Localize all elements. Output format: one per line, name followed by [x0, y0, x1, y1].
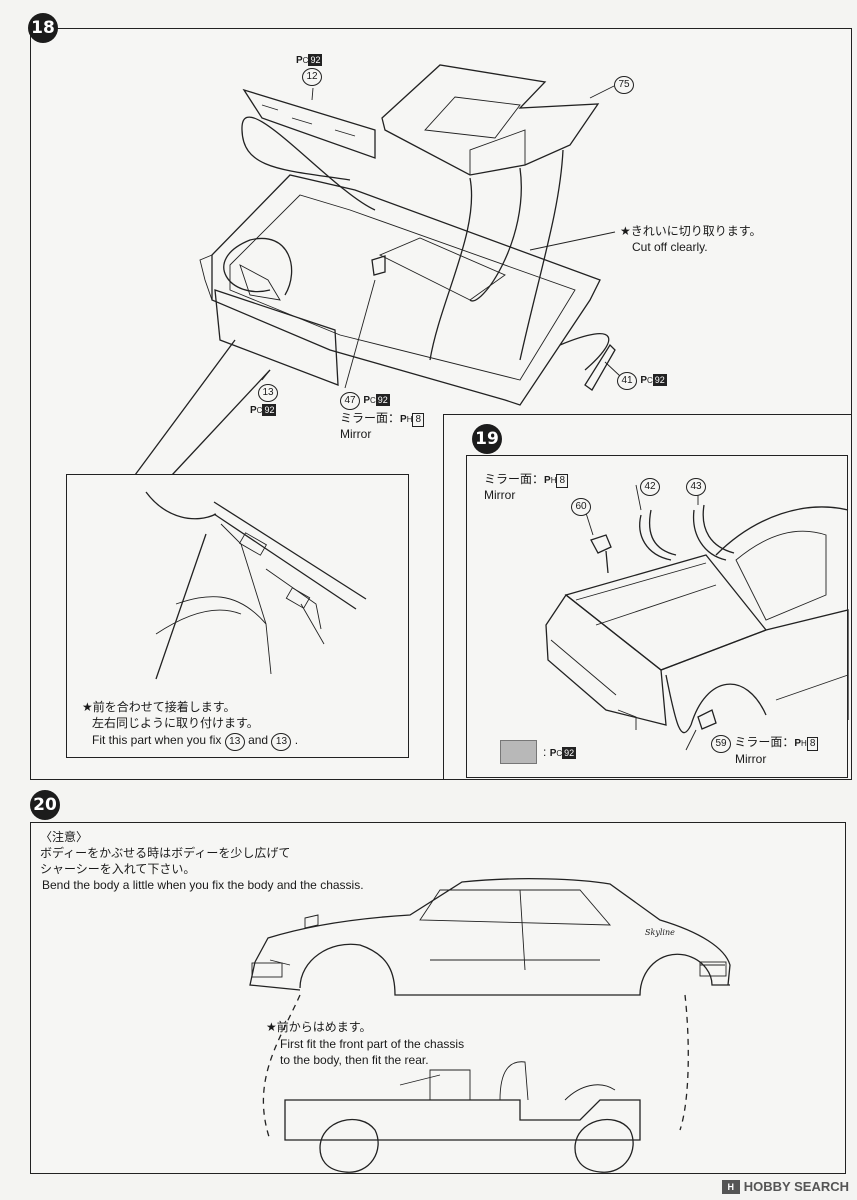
paint-p: P	[549, 748, 557, 759]
detail-fender-illustration	[145, 491, 367, 680]
step-20-number: 20	[30, 790, 60, 820]
detail-note-jp-2: 左右同じように取り付けます。	[92, 716, 259, 730]
front-fit-note-en-1: First fit the front part of the chassis	[280, 1037, 465, 1051]
part-number-badge: 13	[258, 384, 278, 402]
part-12-number: 12	[302, 68, 322, 86]
part-number-badge: 75	[614, 76, 634, 94]
step-19-number: 19	[472, 424, 502, 454]
paint-sub: H	[406, 415, 413, 424]
cut-note-en: Cut off clearly.	[632, 240, 708, 254]
caution-en: Bend the body a little when you fix the …	[42, 878, 364, 892]
cut-note-jp: ★きれいに切り取ります。	[620, 224, 762, 238]
detail-note-en: Fit this part when you fix 13 and 13 .	[92, 733, 298, 751]
paint-p: P	[296, 55, 303, 66]
part-13-number: 13	[258, 384, 278, 402]
paint-sub: C	[647, 376, 653, 385]
part-number-badge: 59	[711, 735, 731, 753]
caution-jp-2: シャーシーを入れて下さい。	[40, 862, 196, 876]
paint-p: P	[544, 475, 551, 486]
paint-p: P	[250, 405, 257, 416]
detail-text: Fit this part when you fix	[92, 733, 222, 747]
part-number-badge: 42	[640, 478, 660, 496]
paint-code: 92	[262, 404, 277, 416]
step-19-mirror2-en: Mirror	[735, 752, 767, 766]
paint-sub: C	[370, 396, 376, 405]
part-number-badge: 41	[617, 372, 637, 390]
paint-p: P	[794, 738, 802, 749]
detail-text: and	[248, 733, 269, 747]
part-number-badge: 13	[271, 733, 292, 751]
detail-text: .	[294, 733, 299, 747]
paint-sub: H	[550, 476, 557, 485]
hobby-search-watermark: H HOBBY SEARCH	[721, 1179, 849, 1194]
paint-code: 8	[412, 413, 425, 427]
paint-sub: C	[302, 56, 309, 65]
paint-p: P	[400, 414, 407, 425]
step-19-mirror-en: Mirror	[484, 488, 516, 502]
step-19-inner	[466, 455, 848, 778]
paint-p: P	[640, 375, 648, 386]
paint-code: 92	[652, 374, 667, 386]
paint-sub: C	[256, 406, 263, 415]
mirror-face-jp: ミラー面：	[734, 735, 795, 749]
legend-color-swatch	[500, 740, 537, 764]
caution-jp-1: ボディーをかぶせる時はボディーを少し広げて	[40, 846, 291, 860]
paint-p: P	[363, 395, 371, 406]
part-number-badge: 12	[302, 68, 322, 86]
paint-sub: H	[801, 739, 807, 748]
caution-title: 〈注意〉	[40, 830, 89, 844]
step-18-detail-inset	[66, 474, 409, 758]
step-20-panel	[30, 822, 846, 1174]
part-75-number: 75	[614, 76, 634, 94]
step-18-number: 18	[28, 13, 58, 43]
mirror-en: Mirror	[340, 427, 372, 441]
mirror-face-jp: ミラー面：	[340, 411, 401, 425]
part-number-badge: 60	[571, 498, 591, 516]
part-number-badge: 43	[686, 478, 706, 496]
mirror-face-jp: ミラー面：	[484, 472, 545, 486]
hobby-search-logo-icon: H	[721, 1179, 740, 1194]
part-42-number: 42	[640, 478, 660, 496]
paint-code: 8	[556, 474, 569, 488]
part-number-badge: 47	[340, 392, 360, 410]
front-fit-note-jp: ★前からはめます。	[266, 1020, 372, 1034]
skyline-badge: Skyline	[645, 928, 675, 937]
watermark-text: HOBBY SEARCH	[743, 1179, 849, 1194]
detail-note-jp-1: ★前を合わせて接着します。	[82, 700, 236, 714]
front-fit-note-en-2: to the body, then fit the rear.	[280, 1053, 429, 1067]
part-60-number: 60	[571, 498, 591, 516]
paint-code: 92	[562, 747, 577, 759]
paint-code: 92	[308, 54, 323, 66]
legend-sep: :	[543, 745, 547, 759]
step-18-body-illustration	[134, 64, 621, 476]
paint-code: 8	[806, 737, 819, 751]
paint-code: 92	[375, 394, 390, 406]
paint-sub: C	[556, 749, 563, 758]
step-19-front-illustration	[545, 484, 849, 751]
part-43-number: 43	[686, 478, 706, 496]
part-number-badge: 13	[224, 733, 245, 751]
